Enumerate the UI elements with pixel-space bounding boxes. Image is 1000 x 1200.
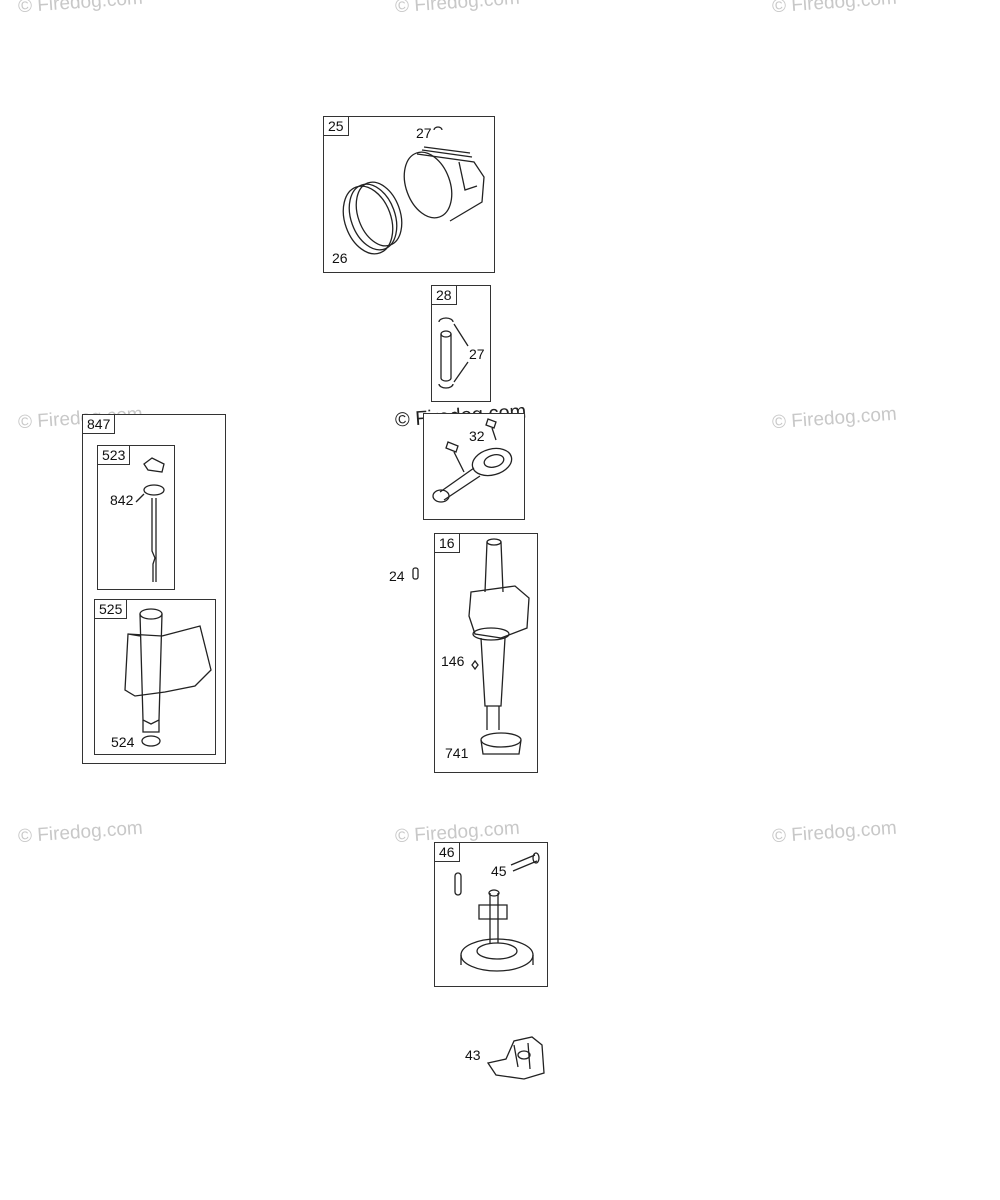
callout-524: 524 xyxy=(111,734,135,750)
callout-43: 43 xyxy=(465,1047,481,1063)
piston-assembly-box: 25 27 26 xyxy=(323,116,495,273)
callout-523: 523 xyxy=(98,446,131,465)
crankshaft-box: 16 146 741 xyxy=(434,533,538,773)
callout-525: 525 xyxy=(95,600,128,619)
callout-27: 27 xyxy=(416,125,432,141)
callout-25: 25 xyxy=(324,117,349,136)
camshaft-box: 46 45 xyxy=(434,842,548,987)
oil-fill-tube-subbox: 525 524 xyxy=(94,599,216,755)
piston-icon xyxy=(324,117,494,272)
governor-icon xyxy=(484,1033,550,1083)
callout-28: 28 xyxy=(432,286,457,305)
oil-fill-tube-box: 847 523 842 525 524 xyxy=(82,414,226,764)
watermark-text: © Firedog.com xyxy=(771,0,898,18)
callout-847: 847 xyxy=(83,415,116,434)
watermark-text: © Firedog.com xyxy=(394,0,521,18)
dipstick-icon xyxy=(98,446,174,589)
oil-fill-tube-icon xyxy=(95,600,215,754)
watermark-text: © Firedog.com xyxy=(17,817,144,848)
camshaft-icon xyxy=(435,843,547,986)
watermark-text: © Firedog.com xyxy=(17,0,144,18)
watermark-text: © Firedog.com xyxy=(771,403,898,434)
callout-27: 27 xyxy=(469,346,485,362)
dipstick-box: 523 842 xyxy=(97,445,175,590)
callout-16: 16 xyxy=(435,534,460,553)
piston-pin-box: 28 27 xyxy=(431,285,491,402)
crankshaft-icon xyxy=(435,534,537,772)
callout-842: 842 xyxy=(110,492,134,508)
key-icon xyxy=(410,566,422,582)
callout-32: 32 xyxy=(469,428,485,444)
connecting-rod-box: 32 xyxy=(423,413,525,520)
callout-741: 741 xyxy=(445,745,469,761)
callout-26: 26 xyxy=(332,250,348,266)
watermark-text: © Firedog.com xyxy=(771,817,898,848)
connecting-rod-icon xyxy=(424,414,524,519)
callout-45: 45 xyxy=(491,863,507,879)
callout-46: 46 xyxy=(435,843,460,862)
piston-pin-icon xyxy=(432,286,490,401)
callout-146: 146 xyxy=(441,653,465,669)
callout-24: 24 xyxy=(389,568,405,584)
